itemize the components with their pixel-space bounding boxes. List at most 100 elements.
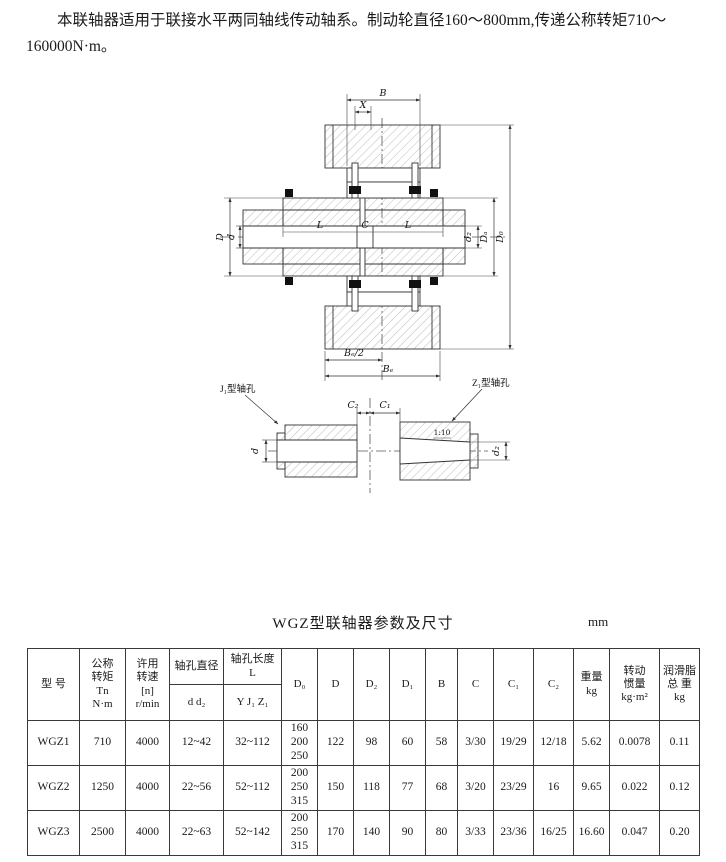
col-header-C2: C₂: [533, 648, 574, 721]
table-cell: 98: [353, 720, 390, 766]
col-header-speed: 许用 转速 [n] r/min: [125, 648, 170, 721]
table-cell: 0.047: [609, 810, 660, 856]
table-cell: 23/29: [493, 765, 534, 811]
dim-label-C2: C₂: [347, 400, 358, 411]
table-cell: 140: [353, 810, 390, 856]
table-cell: 3/30: [457, 720, 494, 766]
table-cell: 52~142: [223, 810, 282, 856]
col-header-bore-dia: 轴孔直径: [169, 648, 224, 685]
table-cell: 5.62: [573, 720, 610, 766]
table-cell: 2500: [79, 810, 126, 856]
table-title: WGZ型联轴器参数及尺寸: [272, 616, 454, 632]
table-cell: 52~112: [223, 765, 282, 811]
table-cell: 3/33: [457, 810, 494, 856]
bolt-head: [349, 280, 361, 288]
table-cell: 160 200 250: [281, 720, 318, 766]
table-cell: 200 250 315: [281, 810, 318, 856]
table-cell: 0.11: [659, 720, 700, 766]
dim-label-d-detail: d: [250, 448, 261, 454]
dim-label-Da: Dₐ: [479, 231, 490, 244]
table-cell: 16/25: [533, 810, 574, 856]
table-cell: 122: [317, 720, 354, 766]
table-cell: 90: [389, 810, 426, 856]
dim-label-X: X: [359, 100, 368, 111]
table-cell: 22~56: [169, 765, 224, 811]
col-header-C: C: [457, 648, 494, 721]
table-cell: 3/20: [457, 765, 494, 811]
table-cell: 12~42: [169, 720, 224, 766]
col-header-D2: D₂: [353, 648, 390, 721]
table-cell: 19/29: [493, 720, 534, 766]
coupling-drawing: B X D d L C L d₂ Dₐ D₀ Bₑ/2 Bₑ J₁型轴孔 Z₁型…: [215, 88, 514, 493]
table-cell: 4000: [125, 810, 170, 856]
table-cell: 710: [79, 720, 126, 766]
col-header-torque: 公称 转矩 Tn N·m: [79, 648, 126, 721]
detail-j1-bore: [276, 424, 358, 478]
table-cell: 58: [425, 720, 458, 766]
parameters-table: 型 号 公称 转矩 Tn N·m 许用 转速 [n] r/min 轴孔直径 轴孔…: [27, 648, 700, 856]
table-cell: 77: [389, 765, 426, 811]
table-cell: 80: [425, 810, 458, 856]
table-cell: 32~112: [223, 720, 282, 766]
table-cell: 12/18: [533, 720, 574, 766]
detail-dimensions: [244, 388, 510, 463]
coupling-body: [242, 189, 466, 285]
dim-label-B: B: [379, 88, 387, 99]
bolt-head: [409, 280, 421, 288]
detail-z1-bore: [399, 421, 479, 481]
dim-label-Be-half: Bₑ/2: [343, 348, 364, 359]
bolt-head: [409, 186, 421, 194]
table-cell: 23/36: [493, 810, 534, 856]
table-cell: 0.12: [659, 765, 700, 811]
table-cell: WGZ3: [27, 810, 80, 856]
col-header-bore-len: 轴孔长度 L: [223, 648, 282, 685]
col-header-grease: 润滑脂 总 重 kg: [659, 648, 700, 721]
table-cell: WGZ2: [27, 765, 80, 811]
table-cell: 0.022: [609, 765, 660, 811]
drawing-labels: B X D d L C L d₂ Dₐ D₀ Bₑ/2 Bₑ J₁型轴孔 Z₁型…: [215, 88, 510, 456]
table-cell: 0.20: [659, 810, 700, 856]
col-header-D0: D₀: [281, 648, 318, 721]
unit-label: mm: [588, 614, 609, 629]
intro-paragraph: 本联轴器适用于联接水平两同轴线传动轴系。制动轮直径160～800mm,传递公称转…: [26, 12, 667, 56]
table-cell: WGZ1: [27, 720, 80, 766]
table-cell: 4000: [125, 765, 170, 811]
bolt-head: [349, 186, 361, 194]
dim-label-D0: D₀: [495, 231, 506, 244]
col-header-weight: 重量 kg: [573, 648, 610, 721]
dim-label-C1: C₁: [379, 400, 390, 411]
col-header-D1: D₁: [389, 648, 426, 721]
table-cell: 200 250 315: [281, 765, 318, 811]
brake-wheel: [324, 124, 441, 350]
col-header-B: B: [425, 648, 458, 721]
table-cell: 150: [317, 765, 354, 811]
dimension-lines: [224, 94, 514, 381]
dim-label-d2-detail: d₂: [491, 446, 502, 456]
table-title-row: WGZ型联轴器参数及尺寸 mm: [0, 612, 726, 634]
dim-label-d: d: [226, 234, 237, 240]
table-cell: 16: [533, 765, 574, 811]
table-cell: 60: [389, 720, 426, 766]
table-header: 型 号 公称 转矩 Tn N·m 许用 转速 [n] r/min 轴孔直径 轴孔…: [27, 648, 700, 721]
z1-bore-label: Z₁型轴孔: [472, 377, 510, 389]
dim-label-L-right: L: [404, 220, 411, 231]
seal-left: [285, 189, 293, 197]
table-cell: 68: [425, 765, 458, 811]
dim-label-D: D: [215, 233, 226, 242]
dim-label-d2: d₂: [463, 232, 474, 242]
col-header-D: D: [317, 648, 354, 721]
col-header-model: 型 号: [27, 648, 80, 721]
dim-label-L-left: L: [316, 220, 323, 231]
table-cell: 16.60: [573, 810, 610, 856]
table-cell: 118: [353, 765, 390, 811]
table-cell: 1250: [79, 765, 126, 811]
col-header-bore-dia-sub: d d₂: [169, 684, 224, 721]
table-cell: 22~63: [169, 810, 224, 856]
table-cell: 0.0078: [609, 720, 660, 766]
col-header-inertia: 转动 惯量 kg·m²: [609, 648, 660, 721]
